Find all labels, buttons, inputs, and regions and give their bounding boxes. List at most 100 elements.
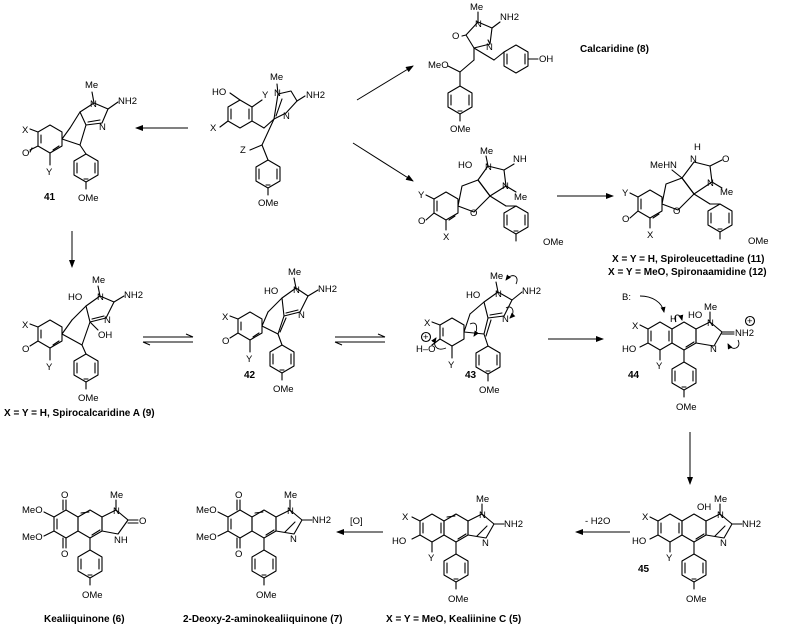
c44-y: Y <box>656 361 663 372</box>
calcaridine-nh2: NH2 <box>500 12 519 23</box>
c42-nh2: NH2 <box>318 284 337 295</box>
calcaridine-ome: OMe <box>450 124 471 135</box>
spiroint-n1: N <box>485 162 492 173</box>
precursor-z: Z <box>240 145 246 156</box>
spiroleucettadine-n2: N <box>707 178 714 189</box>
c42-n2: N <box>298 310 305 321</box>
c45-ho: HO <box>632 536 646 547</box>
spirocalcaridine-oh: OH <box>98 330 112 341</box>
spirocalcaridine-o: O <box>22 344 29 355</box>
precursor-y: Y <box>262 90 269 101</box>
calcaridine-n2: N <box>486 42 493 53</box>
spiroleucettadine-n1: N <box>690 154 697 165</box>
equilibrium-9-42 <box>142 333 194 346</box>
spiroint-ome: OMe <box>543 237 564 248</box>
kealiiquinone-n1: N <box>113 506 120 517</box>
c45-label: 45 <box>638 564 650 575</box>
compound-calcaridine: Me N N NH2 O OH MeO OMe Calcaridine (8) <box>428 2 649 135</box>
compound-aminokealiiquinone: O O MeO MeO Me N N NH2 OMe 2-Deoxy-2-ami… <box>183 490 342 625</box>
spirocalcaridine-x: X <box>22 320 29 331</box>
kealiiquinone-o1: O <box>61 490 68 501</box>
c43-ho: HO <box>466 290 480 301</box>
spiroleucettadine-ome: OMe <box>748 236 769 247</box>
precursor-nh2: NH2 <box>306 90 325 101</box>
c41-me: Me <box>85 80 98 91</box>
c44-b: B: <box>622 292 631 303</box>
spiroleucettadine-y: Y <box>622 188 629 199</box>
kealiiquinone-meo2: MeO <box>22 532 43 543</box>
compound-42: HO Me N NH2 N X O Y OMe 42 <box>222 267 337 395</box>
precursor-ho: HO <box>212 87 226 98</box>
compound-spiroleucettadine: MeHN H N O N Me Y O O X OMe X = Y = H, S… <box>608 142 769 278</box>
c45-y: Y <box>666 553 673 564</box>
c41-o: O <box>22 148 29 159</box>
spiroleucettadine-mehn: MeHN <box>650 160 677 171</box>
kealiinine-name: X = Y = MeO, Kealiinine C (5) <box>386 614 521 625</box>
c42-o: O <box>222 336 229 347</box>
spirocalcaridine-n2: N <box>104 315 111 326</box>
spiroint-ho: HO <box>458 160 472 171</box>
c45-oh: OH <box>697 502 711 513</box>
calcaridine-oh: OH <box>539 54 553 65</box>
calcaridine-n1: N <box>475 19 482 30</box>
c45-nh2: NH2 <box>742 519 761 530</box>
c43-ho2: H–O <box>416 344 436 355</box>
spiroleucettadine-o: O <box>622 214 629 225</box>
compound-kealiinine: X Me N NH2 N HO Y OMe X = Y = MeO, Keali… <box>386 494 523 625</box>
compound-41: Me N N NH2 X O Y OMe 41 <box>22 80 137 204</box>
c42-x: X <box>222 312 229 323</box>
equilibrium-42-43 <box>334 333 386 346</box>
spirocalcaridine-name: X = Y = H, Spirocalcaridine A (9) <box>4 408 155 419</box>
kealiinine-ome: OMe <box>448 594 469 605</box>
arrow-to-spiro-intermediate <box>352 142 414 182</box>
c43-n2: N <box>502 314 509 325</box>
c43-x: X <box>424 318 431 329</box>
aminokealiiquinone-nh2: NH2 <box>312 515 331 526</box>
compound-43: HO Me N NH2 N X H–O + Y OMe 43 <box>416 271 541 396</box>
spiroleucettadine-o1: O <box>722 154 729 165</box>
c41-y: Y <box>46 167 53 178</box>
c44-me: Me <box>704 302 717 313</box>
kealiiquinone-name: Kealiiquinone (6) <box>44 614 125 625</box>
compound-45: OH Me N NH2 N X HO Y OMe 45 <box>632 494 761 605</box>
c45-ome: OMe <box>686 594 707 605</box>
kealiiquinone-o3: O <box>139 516 146 527</box>
aminokealiiquinone-me: Me <box>284 490 297 501</box>
c42-n1: N <box>293 285 300 296</box>
spiroleucettadine-h: H <box>694 142 701 153</box>
compound-spiro-intermediate: Me HO N NH N Me Y O O X OMe <box>418 146 564 248</box>
spirocalcaridine-ho: HO <box>68 292 82 303</box>
spirocalcaridine-nh2: NH2 <box>124 290 143 301</box>
c44-plus: + <box>747 316 753 327</box>
kealiinine-x: X <box>402 512 409 523</box>
aminokealiiquinone-n1: N <box>287 506 294 517</box>
c43-plus: + <box>423 332 429 343</box>
precursor-me: Me <box>270 72 283 83</box>
dehydration-reagent: - H2O <box>585 516 610 527</box>
calcaridine-name: Calcaridine (8) <box>580 44 649 55</box>
spiroint-o: O <box>418 216 425 227</box>
spironaamidine-name: X = Y = MeO, Spironaamidine (12) <box>608 267 767 278</box>
aminokealiiquinone-o1: O <box>235 490 242 501</box>
spirocalcaridine-ome: OMe <box>78 393 99 404</box>
aminokealiiquinone-ome: OMe <box>256 590 277 601</box>
c44-x: X <box>632 321 639 332</box>
kealiiquinone-ome: OMe <box>82 590 103 601</box>
aminokealiiquinone-name: 2-Deoxy-2-aminokealiiquinone (7) <box>183 614 342 625</box>
calcaridine-meo: MeO <box>428 60 449 71</box>
spiroint-ofur: O <box>470 208 477 219</box>
kealiinine-ho: HO <box>392 536 406 547</box>
arrows: - H2O [O] <box>69 65 693 535</box>
c43-n1: N <box>495 289 502 300</box>
c44-ho: HO <box>688 310 702 321</box>
spiroleucettadine-x: X <box>647 230 654 241</box>
c45-x: X <box>642 512 649 523</box>
c42-me: Me <box>288 267 301 278</box>
c44-label: 44 <box>628 370 640 381</box>
c45-n2: N <box>720 538 727 549</box>
compound-spirocalcaridine: HO Me N NH2 N OH X O Y OMe X = Y = H, Sp… <box>4 275 155 419</box>
oxidation-reagent: [O] <box>350 516 363 527</box>
kealiiquinone-o2: O <box>61 549 68 560</box>
spiroleucettadine-me: Me <box>720 187 733 198</box>
